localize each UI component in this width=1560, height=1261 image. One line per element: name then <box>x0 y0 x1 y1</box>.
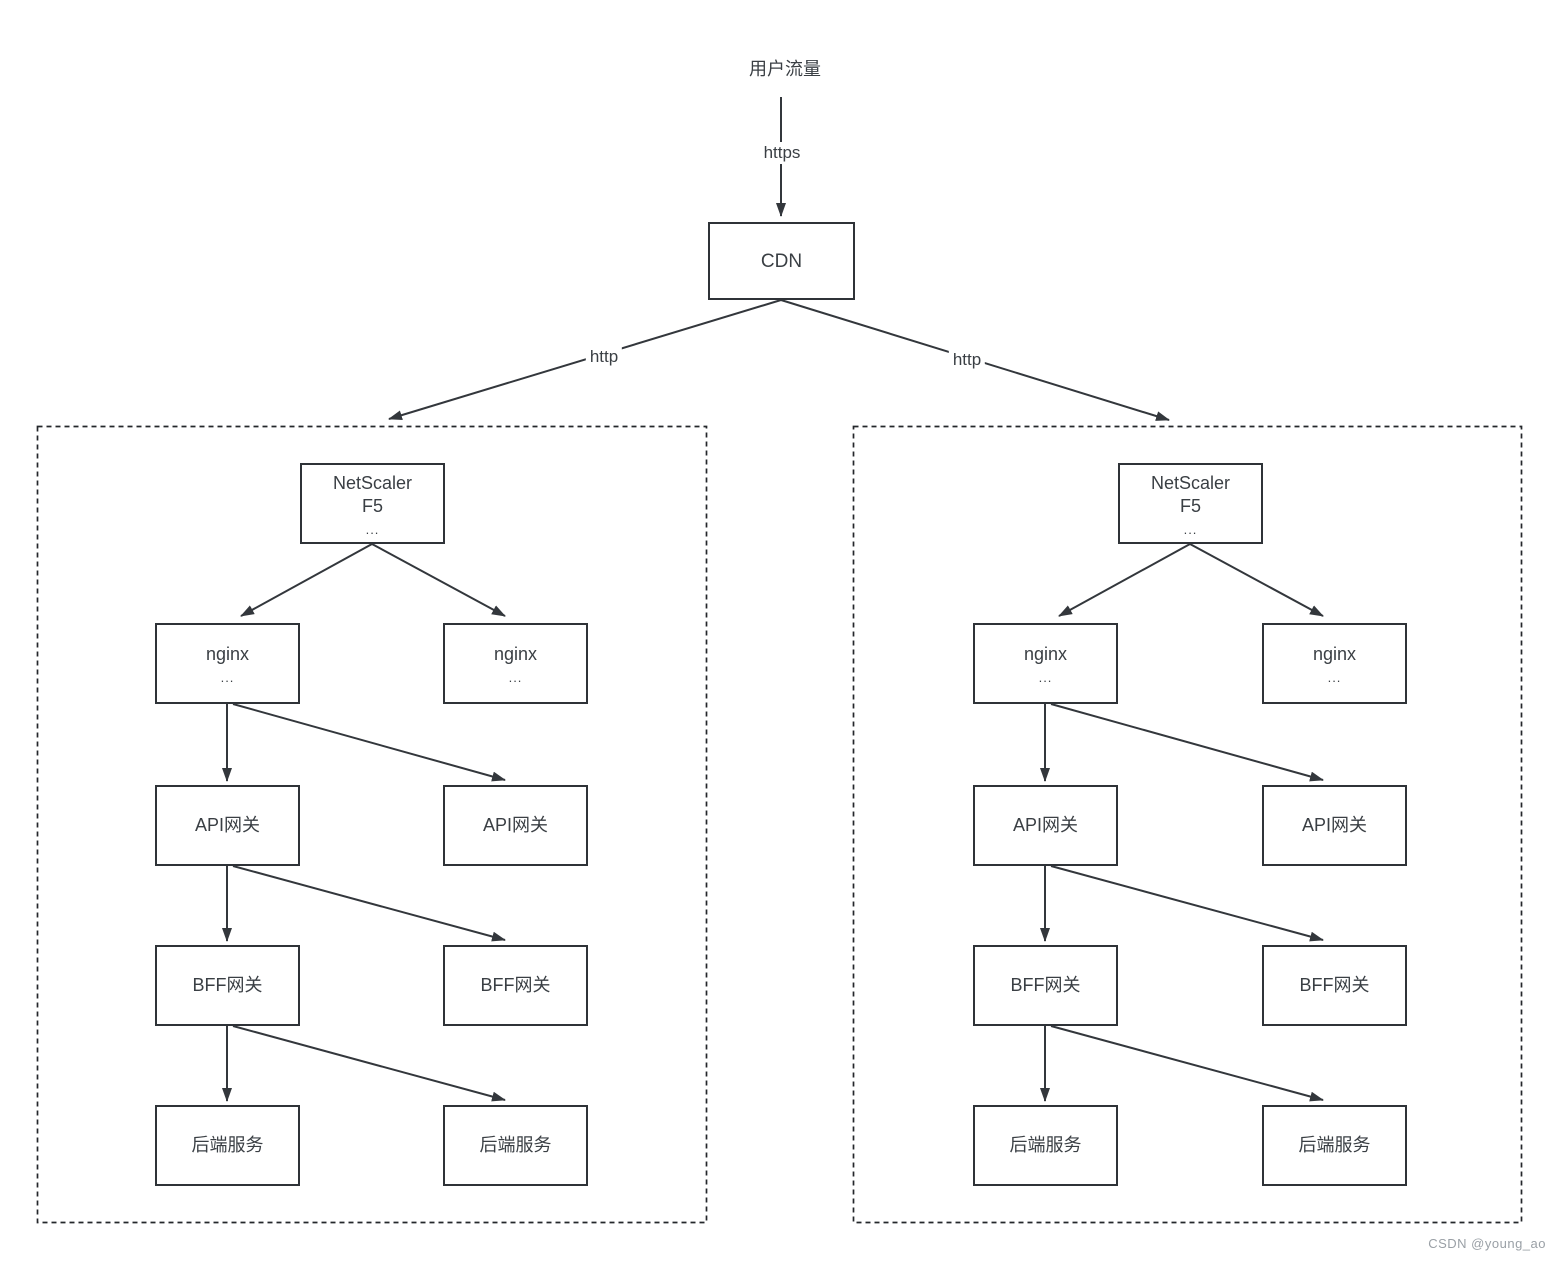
cdn-node: CDN <box>708 222 855 300</box>
ellipsis-text: ... <box>1038 670 1053 685</box>
netscaler-label: NetScaler <box>1150 472 1231 493</box>
bff-gateway-label: BFF网关 <box>192 975 263 995</box>
ellipsis-text: ... <box>1327 670 1342 685</box>
cluster-left-datacenter: NetScaler F5 ... nginx ... nginx ... API… <box>37 426 707 1223</box>
netscaler-label: NetScaler <box>332 472 413 493</box>
nginx-node-right: nginx ... <box>443 623 588 704</box>
cluster-left-border <box>36 425 708 1224</box>
backend-service-label: 后端服务 <box>479 1135 552 1155</box>
api-gateway-label: API网关 <box>482 815 548 835</box>
api-gateway-node-left: API网关 <box>155 785 300 866</box>
nginx-label: nginx <box>1023 644 1068 664</box>
api-gateway-node-right: API网关 <box>443 785 588 866</box>
ellipsis-text: ... <box>1183 521 1198 537</box>
backend-service-node-right: 后端服务 <box>1262 1105 1407 1186</box>
backend-service-label: 后端服务 <box>191 1135 264 1155</box>
netscaler-node: NetScaler F5 ... <box>300 463 445 544</box>
nginx-node-left: nginx ... <box>973 623 1118 704</box>
bff-gateway-label: BFF网关 <box>480 975 551 995</box>
bff-gateway-node-left: BFF网关 <box>973 945 1118 1026</box>
backend-service-node-left: 后端服务 <box>155 1105 300 1186</box>
edge-label-http-left: http <box>585 346 623 368</box>
netscaler-node: NetScaler F5 ... <box>1118 463 1263 544</box>
nginx-label: nginx <box>205 644 250 664</box>
backend-service-label: 后端服务 <box>1009 1135 1082 1155</box>
ellipsis-text: ... <box>508 670 523 685</box>
cluster-right-border <box>852 425 1523 1224</box>
ellipsis-text: ... <box>365 521 380 537</box>
api-gateway-node-right: API网关 <box>1262 785 1407 866</box>
api-gateway-label: API网关 <box>1012 815 1078 835</box>
api-gateway-label: API网关 <box>1301 815 1367 835</box>
bff-gateway-label: BFF网关 <box>1299 975 1370 995</box>
edge-label-http-right: http <box>948 349 986 371</box>
netscaler-sublabel: F5 <box>361 495 383 516</box>
nginx-node-left: nginx ... <box>155 623 300 704</box>
backend-service-label: 后端服务 <box>1298 1135 1371 1155</box>
netscaler-sublabel: F5 <box>1179 495 1201 516</box>
nginx-label: nginx <box>493 644 538 664</box>
bff-gateway-node-left: BFF网关 <box>155 945 300 1026</box>
cluster-right-datacenter: NetScaler F5 ... nginx ... nginx ... API… <box>853 426 1522 1223</box>
cdn-label: CDN <box>760 250 803 272</box>
backend-service-node-right: 后端服务 <box>443 1105 588 1186</box>
api-gateway-node-left: API网关 <box>973 785 1118 866</box>
bff-gateway-node-right: BFF网关 <box>1262 945 1407 1026</box>
api-gateway-label: API网关 <box>194 815 260 835</box>
edge-http-left <box>388 299 782 421</box>
bff-gateway-label: BFF网关 <box>1010 975 1081 995</box>
csdn-watermark: CSDN @young_ao <box>1428 1236 1546 1251</box>
backend-service-node-left: 后端服务 <box>973 1105 1118 1186</box>
bff-gateway-node-right: BFF网关 <box>443 945 588 1026</box>
edge-label-https: https <box>759 142 805 164</box>
ellipsis-text: ... <box>220 670 235 685</box>
nginx-label: nginx <box>1312 644 1357 664</box>
user-traffic-label: 用户流量 <box>749 59 821 79</box>
nginx-node-right: nginx ... <box>1262 623 1407 704</box>
